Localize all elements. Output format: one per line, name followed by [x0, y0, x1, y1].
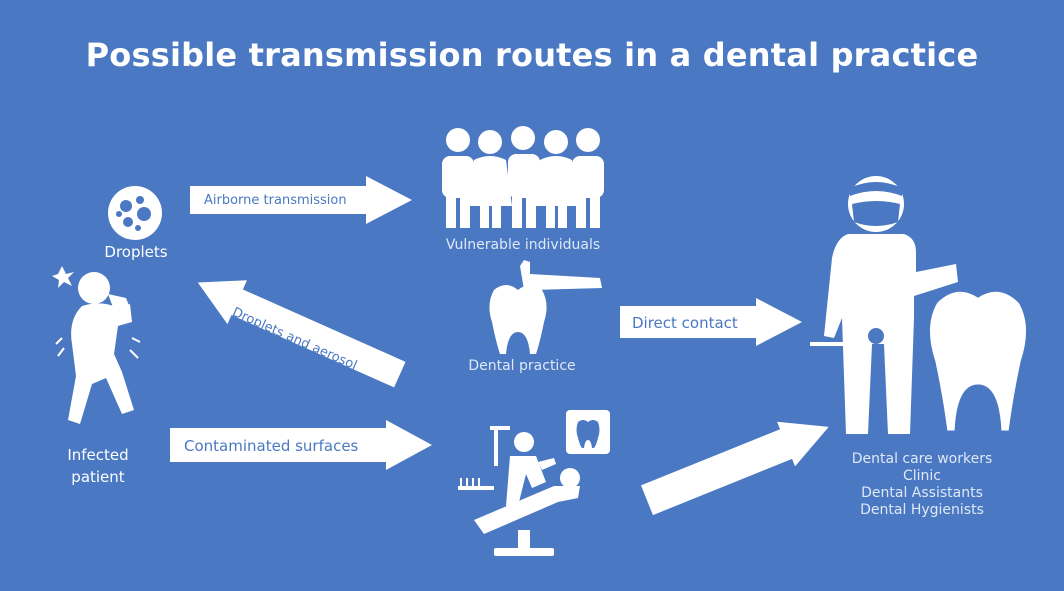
arrow-direct-contact-label: Direct contact — [632, 314, 738, 332]
workers-line-3: Dental Assistants — [861, 485, 983, 501]
arrow-airborne-label: Airborne transmission — [204, 193, 347, 208]
vulnerable-individuals-label: Vulnerable individuals — [445, 237, 601, 253]
workers-line-1: Dental care workers — [851, 451, 993, 467]
infected-patient-label: Infected patient — [56, 444, 140, 488]
masked-dentist-icon — [810, 176, 958, 434]
arrow-direct-contact — [620, 298, 802, 346]
arrow-droplets-aerosol — [197, 280, 406, 388]
droplets-label: Droplets — [104, 243, 168, 261]
arrow-airborne — [190, 176, 412, 224]
arrow-contaminated-surfaces — [170, 420, 432, 470]
page-title: Possible transmission routes in a dental… — [85, 36, 979, 74]
dentist-chair-icon — [458, 426, 580, 556]
sneezing-person-icon — [52, 266, 141, 424]
dental-practice-label: Dental practice — [468, 358, 576, 374]
dental-workers-label: Dental care workers Clinic Dental Assist… — [830, 451, 1014, 519]
tooth-with-drill-icon — [489, 260, 602, 354]
arrow-indirect-contact — [640, 421, 829, 516]
infected-patient-line2: patient — [71, 468, 125, 486]
large-tooth-icon — [927, 288, 1029, 434]
arrow-contaminated-surfaces-label: Contaminated surfaces — [184, 437, 359, 455]
droplet-cluster-icon — [108, 186, 162, 240]
workers-line-4: Dental Hygienists — [860, 502, 984, 518]
group-of-people-icon — [442, 126, 604, 228]
infected-patient-line1: Infected — [67, 446, 129, 464]
workers-line-2: Clinic — [902, 468, 941, 484]
tooth-badge-icon — [566, 410, 610, 454]
